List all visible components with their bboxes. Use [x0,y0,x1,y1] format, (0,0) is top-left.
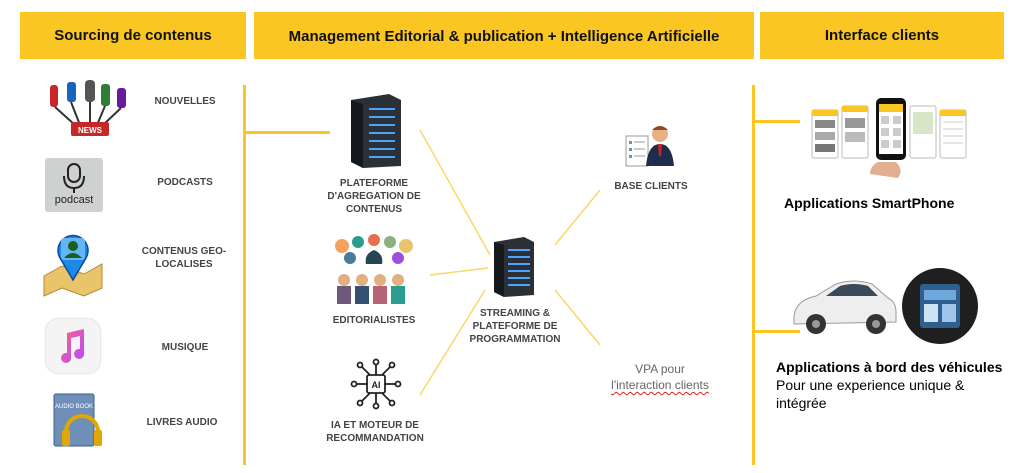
header-interface: Interface clients [760,12,1004,59]
source-audiobook: AUDIO BOOK [48,392,110,454]
svg-text:NEWS: NEWS [78,126,103,135]
vpa-line2: l'interaction clients [611,378,709,392]
header-sourcing: Sourcing de contenus [20,12,246,59]
aggregation-server [345,94,405,168]
server-icon [494,237,534,297]
source-music [46,319,100,373]
vehicle-illustration [790,268,980,346]
streaming-server [490,237,536,297]
aggregation-label: PLATEFORME D'AGREGATION DE CONTENUS [327,178,421,215]
editorialists-illustration [332,234,416,306]
left-connector [246,131,330,134]
editorialists-label: EDITORIALISTES [332,315,416,326]
vpa-text: VPA pour l'interaction clients [590,361,730,393]
podcast-icon-text: podcast [54,194,94,206]
source-label-news: NOUVELLES [154,96,216,107]
smartphone-apps-title: Applications SmartPhone [784,195,955,211]
vehicle-apps-title: Applications à bord des véhicules [776,359,1003,375]
ai-chip-text: AI [372,380,381,390]
vpa-line1: VPA pour [635,362,685,376]
audiobook-icon-text: AUDIO BOOK [55,404,93,410]
source-label-geo: CONTENUS GEO-LOCALISES [141,246,227,270]
news-microphones-icon: NEWS [50,80,126,136]
vehicle-apps-subtitle: Pour une experience unique & intégrée [776,377,965,411]
ai-illustration: AI [350,358,402,410]
source-geo [42,228,104,298]
audiobook-icon: AUDIO BOOK [53,393,102,447]
base-clients-illustration [624,122,676,172]
podcast-icon [63,163,85,193]
base-clients-label: BASE CLIENTS [614,181,688,192]
ai-chip-icon: AI [350,358,402,410]
left-separator [243,85,246,465]
people-icon [335,234,413,304]
vehicle-apps-text: Applications à bord des véhicules Pour u… [776,358,1006,412]
right-connector-bottom [755,330,800,333]
customer-database-icon [625,126,674,167]
ai-label: IA ET MOTEUR DE RECOMMANDATION [326,420,424,444]
smartphone-icon [811,98,967,178]
music-note-icon [61,329,85,363]
right-connector-top [755,120,800,123]
source-label-audiobooks: LIVRES AUDIO [146,417,218,428]
smartphone-screens-illustration [808,96,968,180]
source-label-music: MUSIQUE [161,342,209,353]
map-pin-icon [43,234,103,297]
right-separator [752,85,755,465]
car-icon [793,268,978,344]
streaming-label: STREAMING & PLATEFORME DE PROGRAMMATION [469,308,561,345]
source-podcast: podcast [45,158,103,212]
source-label-podcasts: PODCASTS [157,177,213,188]
header-management: Management Editorial & publication + Int… [254,12,754,59]
source-news: NEWS [45,80,135,142]
server-icon [351,94,401,168]
